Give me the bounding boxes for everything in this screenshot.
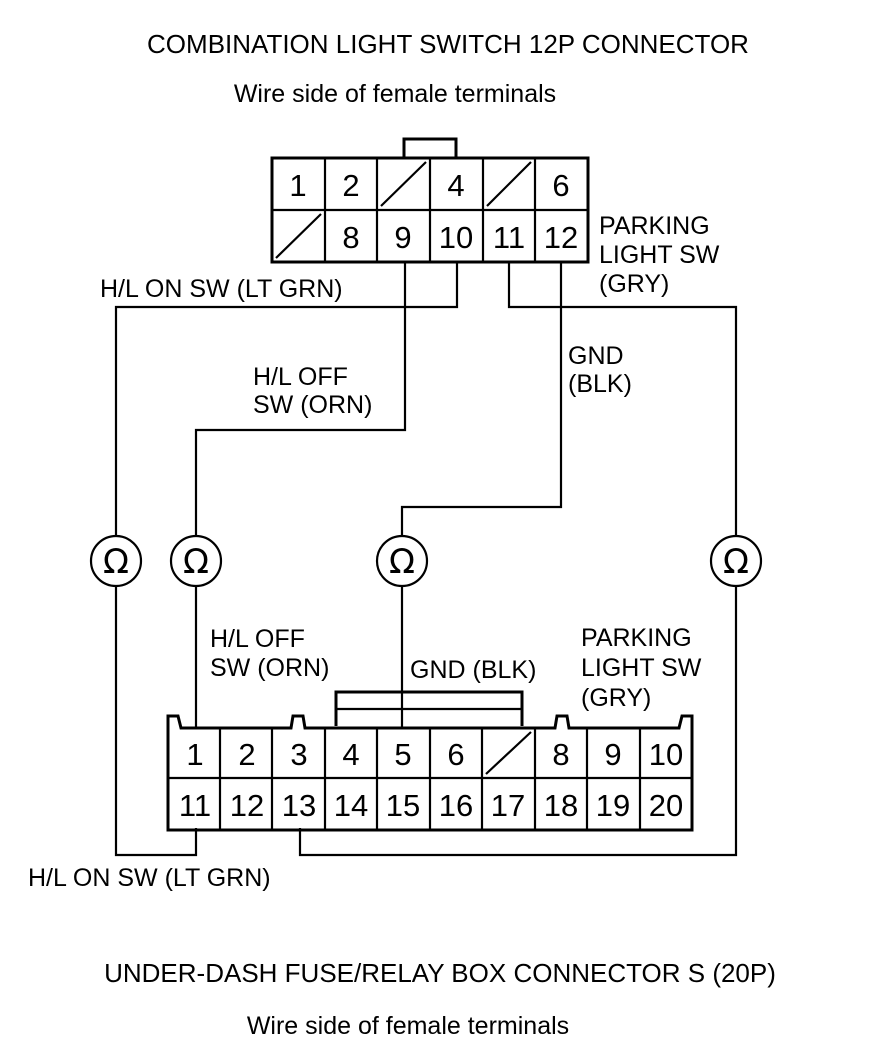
page-subtitle: Wire side of female terminals — [234, 80, 556, 108]
wire-hl-on-lower — [114, 585, 198, 857]
terminal-20p-20: 20 — [649, 788, 683, 823]
ohmmeter-hl-off: Ω — [169, 534, 223, 588]
terminal-20p-2: 2 — [238, 737, 255, 772]
ohmmeter-parking: Ω — [709, 534, 763, 588]
ohm-symbol: Ω — [103, 542, 129, 582]
label-hl-off-bottom-1: H/L OFF — [210, 625, 305, 653]
connector-20p-body — [166, 714, 694, 832]
terminal-20p-10: 10 — [649, 737, 683, 772]
ohmmeter-gnd: Ω — [375, 534, 429, 588]
label-parking-bottom-2: LIGHT SW — [581, 654, 702, 682]
terminal-20p-19: 19 — [596, 788, 630, 823]
label-hl-on-bottom: H/L ON SW (LT GRN) — [28, 864, 271, 892]
wire-gnd — [400, 262, 563, 537]
ohmmeter-hl-on: Ω — [89, 534, 143, 588]
terminal-12p-10: 10 — [439, 220, 473, 255]
ohm-symbol: Ω — [389, 542, 415, 582]
terminal-12p-2: 2 — [342, 168, 359, 203]
label-parking-top-1: PARKING — [599, 212, 710, 240]
terminal-20p-9: 9 — [604, 737, 621, 772]
label-hl-off-top-2: SW (ORN) — [253, 391, 372, 419]
label-parking-bottom-1: PARKING — [581, 624, 692, 652]
footer-title: UNDER-DASH FUSE/RELAY BOX CONNECTOR S (2… — [104, 958, 776, 988]
ohm-symbol: Ω — [723, 542, 749, 582]
label-hl-off-top-1: H/L OFF — [253, 363, 348, 391]
wire-hl-on — [114, 262, 459, 537]
wire-parking — [507, 262, 738, 537]
terminal-20p-13: 13 — [282, 788, 316, 823]
connector-20p: 1 2 3 4 5 6 8 9 10 11 12 13 14 15 16 17 … — [166, 690, 694, 832]
label-hl-on-top: H/L ON SW (LT GRN) — [100, 275, 343, 303]
terminal-20p-1: 1 — [186, 737, 203, 772]
terminal-12p-8: 8 — [342, 220, 359, 255]
terminal-20p-18: 18 — [544, 788, 578, 823]
wires — [114, 262, 738, 857]
terminal-20p-3: 3 — [290, 737, 307, 772]
connector-12p: 1 2 4 6 8 9 10 11 12 — [270, 137, 590, 264]
terminal-12p-4: 4 — [447, 168, 464, 203]
label-parking-bottom-3: (GRY) — [581, 684, 651, 712]
terminal-20p-15: 15 — [386, 788, 420, 823]
connector-12p-lock-tab — [402, 137, 458, 158]
empty-cavity-slash — [486, 161, 532, 207]
empty-cavity-slash — [485, 731, 532, 775]
terminal-12p-1: 1 — [289, 168, 306, 203]
footer-subtitle: Wire side of female terminals — [247, 1012, 569, 1040]
label-gnd-top-2: (BLK) — [568, 370, 632, 398]
terminal-20p-8: 8 — [552, 737, 569, 772]
terminal-20p-16: 16 — [439, 788, 473, 823]
wire-parking-lower — [298, 585, 738, 857]
empty-cavity-slash — [275, 213, 322, 259]
ohmmeter-icon — [89, 534, 143, 588]
terminal-12p-9: 9 — [394, 220, 411, 255]
terminal-20p-5: 5 — [394, 737, 411, 772]
label-gnd-top-1: GND — [568, 342, 624, 370]
terminal-20p-14: 14 — [334, 788, 368, 823]
wire-hl-off — [194, 262, 407, 537]
terminal-20p-12: 12 — [230, 788, 264, 823]
label-gnd-bottom: GND (BLK) — [410, 656, 536, 684]
ohmmeter-icon — [375, 534, 429, 588]
label-parking-top-3: (GRY) — [599, 270, 669, 298]
terminal-20p-17: 17 — [491, 788, 525, 823]
ohmmeter-icon — [709, 534, 763, 588]
label-parking-top-2: LIGHT SW — [599, 241, 720, 269]
terminal-12p-11: 11 — [493, 220, 525, 255]
label-hl-off-bottom-2: SW (ORN) — [210, 654, 329, 682]
terminal-20p-11: 11 — [179, 788, 211, 823]
terminal-12p-6: 6 — [552, 168, 569, 203]
ohmmeter-icon — [169, 534, 223, 588]
ohm-symbol: Ω — [183, 542, 209, 582]
terminal-20p-4: 4 — [342, 737, 359, 772]
page-title: COMBINATION LIGHT SWITCH 12P CONNECTOR — [147, 29, 749, 59]
terminal-12p-12: 12 — [544, 220, 578, 255]
empty-cavity-slash — [380, 161, 427, 207]
terminal-20p-6: 6 — [447, 737, 464, 772]
